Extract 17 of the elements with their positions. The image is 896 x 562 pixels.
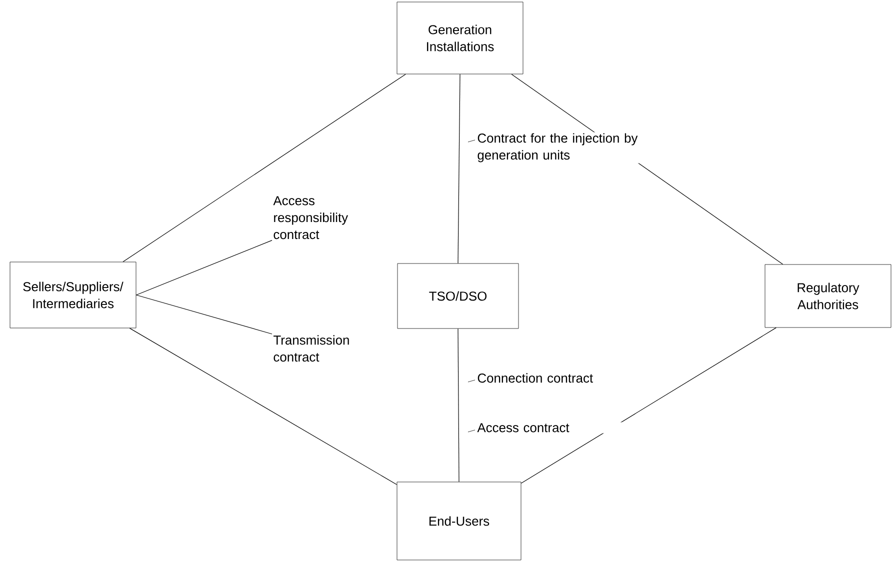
party-box: End-Users [396,482,522,560]
party-box: TSO/DSO [397,263,519,329]
contract-text: Transmission contract [274,335,349,362]
connector-line [520,327,776,484]
party-box: Sellers/Suppliers/ Intermediaries [10,262,136,328]
party-box: Generation Installations [396,2,524,74]
connector-line [458,74,460,264]
contract-text: Access responsibility contract [273,196,348,240]
edge-label: Connection contract [478,373,593,383]
connector-line [136,294,272,334]
edge-label: Contract for the injection by generation units [478,133,638,162]
connector-line [136,240,272,296]
connector-line [129,328,398,485]
party-box: Regulatory Authorities [764,264,892,328]
connector-line [458,328,460,482]
note-label: Access contract [477,423,570,432]
connector-line [122,74,406,262]
